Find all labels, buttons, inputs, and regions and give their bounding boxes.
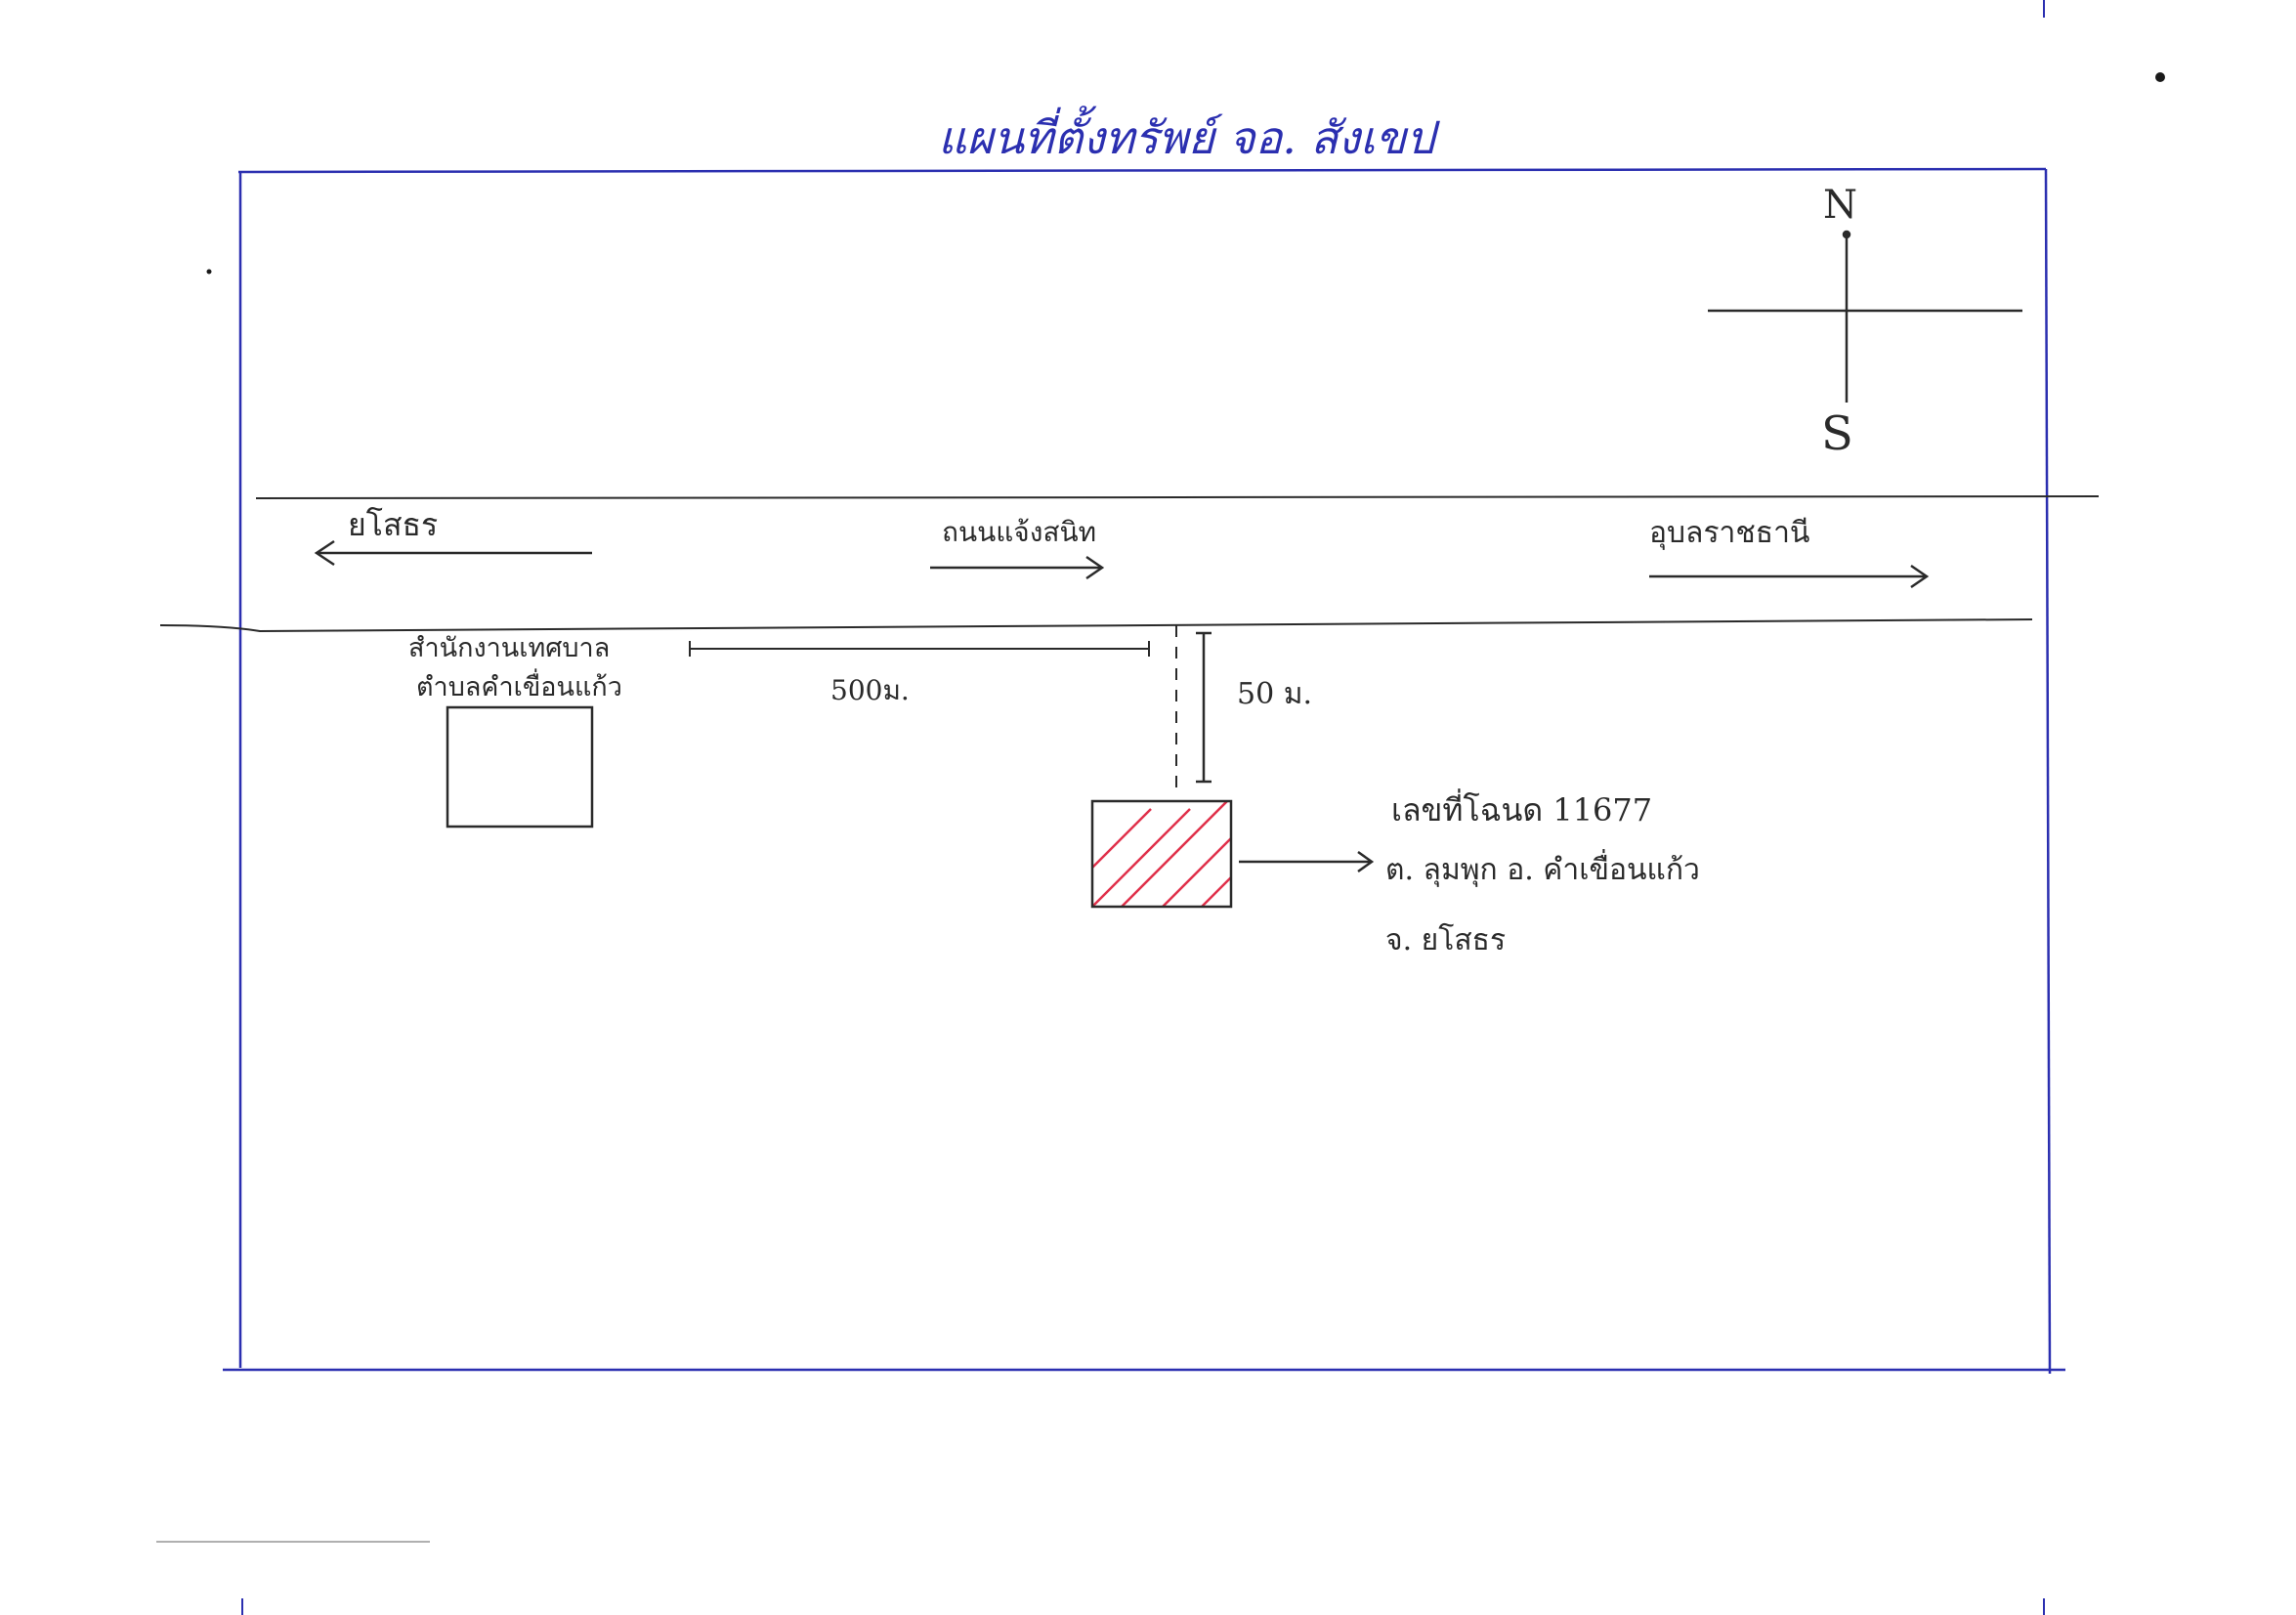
deed-number-label: เลขที่โฉนด 11677 — [1391, 791, 1653, 829]
direction-label-right: อุบลราชธานี — [1649, 516, 1810, 550]
office-label-line1: สำนักงานเทศบาล — [408, 633, 611, 663]
dimension-50m — [1196, 631, 1212, 784]
municipal-office-box — [446, 705, 594, 829]
property-location-line1: ต. ลุมพุก อ. คำเขื่อนแก้ว — [1385, 853, 1700, 887]
road-edges — [159, 495, 2100, 633]
property-location-line2: จ. ยโสธร — [1385, 923, 1507, 957]
compass-south-label: S — [1821, 406, 1853, 461]
distance-along-road-label: 500ม. — [830, 674, 910, 706]
speck — [2155, 72, 2165, 82]
property-parcel — [1090, 799, 1233, 909]
office-label-line2: ตำบลคำเขื่อนแก้ว — [416, 672, 622, 702]
map-border — [223, 167, 2065, 1375]
road-arrows — [314, 539, 1930, 589]
compass-rose — [1708, 230, 2022, 403]
page-edge-marks — [156, 0, 2045, 1615]
speck — [206, 269, 212, 275]
dimension-500m — [689, 641, 1150, 657]
compass-north-label: N — [1823, 183, 1857, 228]
direction-label-left: ยโสธร — [348, 506, 439, 543]
distance-from-road-label: 50 ม. — [1237, 677, 1313, 711]
property-pointer-arrow — [1239, 850, 1375, 873]
road-name-label: ถนนแจ้งสนิท — [942, 516, 1097, 548]
map-title: แผนที่ตั้งทรัพย์ จอ. สังเขป — [938, 111, 1435, 164]
